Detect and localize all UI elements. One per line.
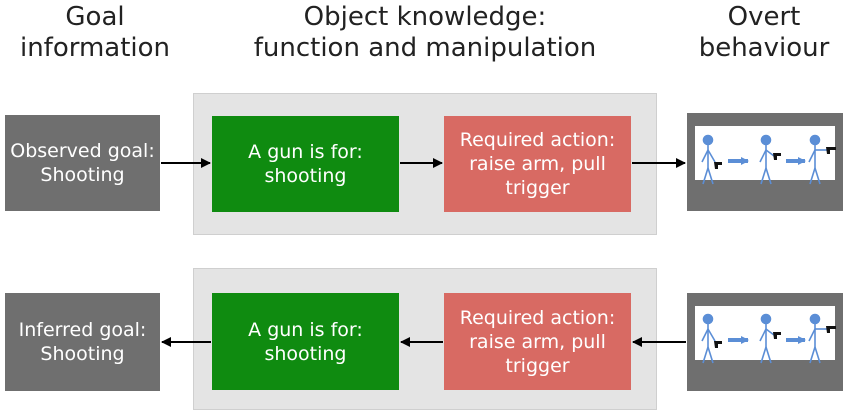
header-goal-information: Goal information [19, 2, 171, 63]
stick-figure-raising-gun-icon [759, 134, 775, 185]
header-overt-behaviour: Overt behaviour [698, 2, 830, 63]
required-action-box-row1: Required action: raise arm, pull trigger [444, 116, 631, 212]
observed-goal-box: Observed goal: Shooting [5, 115, 160, 211]
header-object-knowledge: Object knowledge: function and manipulat… [253, 2, 597, 63]
gun-function-box-row2: A gun is for: shooting [212, 293, 399, 390]
stick-figure-holding-gun-icon [701, 134, 716, 185]
inferred-goal-box: Inferred goal: Shooting [5, 293, 160, 391]
required-action-box-row2: Required action: raise arm, pull trigger [444, 293, 631, 390]
stick-figure-aiming-gun-icon [808, 313, 827, 364]
stick-figure-raising-gun-icon [759, 313, 775, 364]
stick-figure-aiming-gun-icon [808, 134, 827, 185]
stick-figure-holding-gun-icon [701, 313, 716, 364]
gun-function-box-row1: A gun is for: shooting [212, 116, 399, 212]
